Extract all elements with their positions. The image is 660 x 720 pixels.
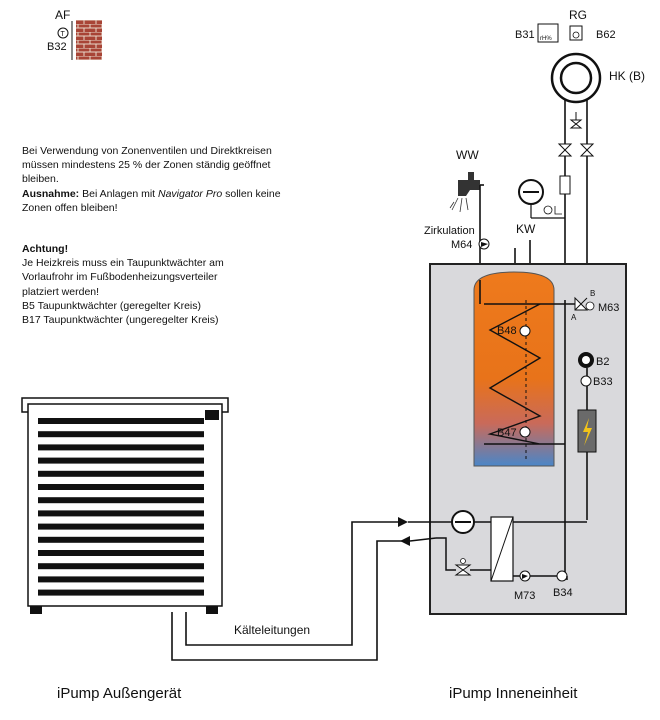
m63-label: M63 — [598, 302, 619, 314]
fin-slat — [38, 536, 204, 543]
port-a-label: A — [571, 313, 577, 322]
achtung-heading: Achtung! — [22, 243, 69, 255]
navigator-pro-label: Navigator Pro — [157, 187, 223, 200]
fin-slat — [38, 418, 204, 424]
brick-wall-icon — [76, 20, 102, 60]
dew-point-note: Achtung! Je Heizkreis muss ein Taupunktw… — [22, 242, 322, 327]
hot-water-tank: B48 B47 — [473, 271, 555, 467]
switching-valve-m63: B A M63 — [571, 289, 619, 322]
fin-slat — [38, 444, 204, 451]
outdoor-sensor-af: AF T B32 — [47, 8, 102, 60]
fin-slat — [38, 484, 204, 490]
fin-slat — [38, 550, 204, 556]
m73-label: M73 — [514, 590, 535, 602]
rg-label: RG — [569, 8, 587, 22]
b33-label: B33 — [593, 376, 613, 388]
electric-heater — [577, 409, 597, 453]
b34-label: B34 — [553, 587, 573, 599]
ww-label: WW — [456, 148, 479, 162]
b31-label: B31 — [515, 29, 535, 41]
indoor-unit-caption: iPump Inneneinheit — [449, 685, 578, 702]
b62-label: B62 — [596, 29, 616, 41]
ausnahme-label: Ausnahme: — [22, 187, 80, 200]
hot-water-tap: WW — [449, 148, 484, 280]
outdoor-unit — [21, 397, 229, 614]
b48-label: B48 — [497, 325, 517, 337]
af-label: AF — [55, 8, 70, 22]
fin-slat — [38, 431, 204, 438]
tank-sensor-b48-icon — [519, 325, 531, 337]
fin-slat — [38, 510, 204, 517]
fin-slat — [38, 589, 204, 596]
lightning-icon — [583, 418, 592, 446]
shutoff-valves — [557, 143, 595, 157]
outdoor-unit-caption: iPump Außengerät — [57, 685, 182, 702]
sensor-b33-icon — [580, 375, 592, 387]
kw-label: KW — [516, 222, 536, 236]
flow-meter-icon — [559, 175, 571, 195]
b47-label: B47 — [497, 427, 517, 439]
fin-slat — [38, 523, 204, 530]
fin-slat — [38, 576, 204, 583]
balancing-valve-icon — [569, 112, 583, 129]
fin-slat — [38, 563, 204, 570]
fin-slat — [38, 470, 204, 477]
heating-circuit-hk: HK (B) — [550, 52, 645, 104]
pump-b2: B2 — [578, 352, 609, 368]
hk-label: HK (B) — [609, 69, 645, 83]
room-unit-rg: RG B31 rH% B62 — [515, 8, 616, 43]
pressure-gauge-icon — [518, 179, 565, 219]
expansion-valve-icon — [454, 564, 472, 576]
refrigerant-section: M73 B34 — [451, 510, 573, 602]
sensor-b34-icon — [556, 570, 568, 582]
humidity-sensor-icon — [537, 23, 559, 43]
refrigerant-pipes — [436, 521, 587, 580]
m64-label: M64 — [451, 239, 472, 251]
refrigerant-lines-kaelteleitungen — [171, 521, 410, 661]
outdoor-unit-fins — [38, 418, 204, 596]
svg-text:T: T — [61, 31, 66, 38]
temperature-sensor-icon — [57, 27, 69, 39]
zirkulation-label: Zirkulation — [424, 225, 475, 237]
zone-valve-note: Bei Verwendung von Zonenventilen und Dir… — [22, 145, 281, 214]
tank-sensor-b47-icon — [519, 426, 531, 438]
b32-label: B32 — [47, 41, 67, 53]
b2-label: B2 — [596, 356, 609, 368]
fin-slat — [38, 457, 204, 464]
fin-slat — [38, 497, 204, 504]
rh-label: rH% — [540, 36, 552, 42]
kaelteleitungen-label: Kälteleitungen — [234, 623, 310, 637]
port-b-label: B — [590, 289, 595, 298]
